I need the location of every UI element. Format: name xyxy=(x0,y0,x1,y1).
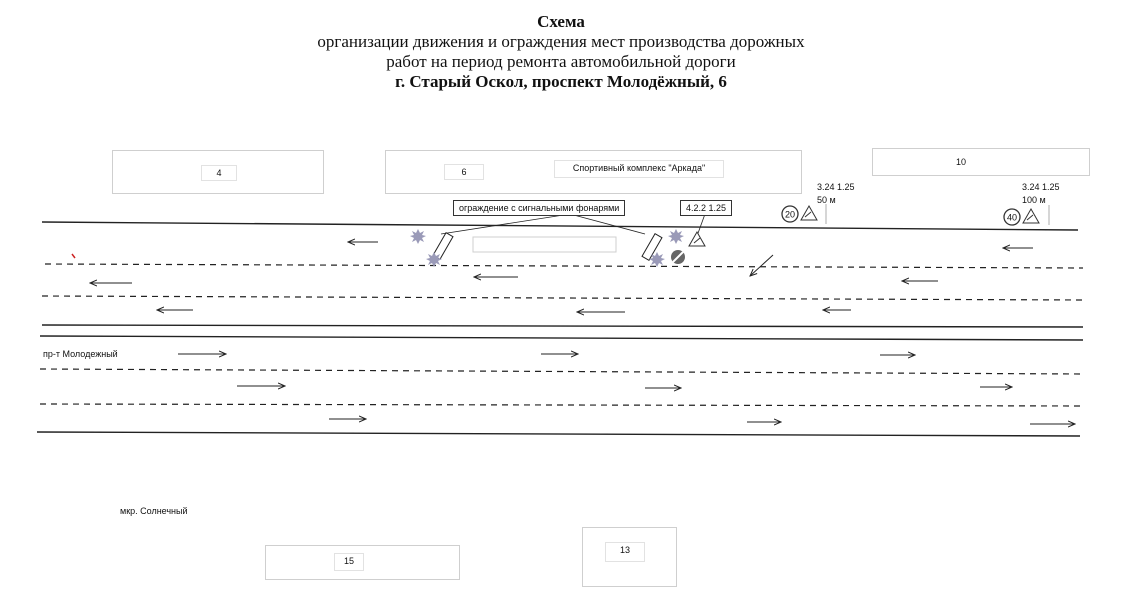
lane-dash-3 xyxy=(39,368,1084,375)
svg-text:20: 20 xyxy=(785,210,795,220)
road-edge-median-bottom xyxy=(39,335,1084,341)
speed-limit-40-icon: 40 xyxy=(1003,208,1021,226)
signal-lamp-icon xyxy=(668,229,684,244)
building-4: 4 xyxy=(112,150,324,194)
roadwork-sign-icon xyxy=(800,204,818,221)
detour-sign-icon xyxy=(671,250,685,264)
work-zone xyxy=(472,236,617,253)
building-15: 15 xyxy=(265,545,460,580)
svg-text:40: 40 xyxy=(1007,213,1017,223)
diagram-title: Схема организации движения и ограждения … xyxy=(0,12,1122,92)
building-6-name: Спортивный комплекс "Аркада" xyxy=(554,160,724,178)
fence-barrier-left xyxy=(432,232,454,260)
building-13: 13 xyxy=(582,527,677,587)
building-6: 6 Спортивный комплекс "Аркада" xyxy=(385,150,802,194)
fence-barrier-right xyxy=(641,233,663,261)
far-signs-distance: 100 м xyxy=(1022,195,1046,205)
title-line-3: работ на период ремонта автомобильной до… xyxy=(386,52,736,71)
callout-leader xyxy=(696,213,706,237)
district-label: мкр. Солнечный xyxy=(120,506,188,516)
roadwork-sign-icon xyxy=(1022,207,1040,224)
near-signs-label: 3.24 1.25 50 м xyxy=(817,182,855,206)
far-signs-label: 3.24 1.25 100 м xyxy=(1022,182,1060,206)
far-signs-codes: 3.24 1.25 xyxy=(1022,182,1060,192)
building-13-label: 13 xyxy=(605,542,645,562)
lane-dash-4 xyxy=(39,403,1084,407)
signal-lamp-icon xyxy=(649,252,665,267)
building-4-label: 4 xyxy=(201,165,237,181)
fence-callout: ограждение с сигнальными фонарями xyxy=(453,200,626,216)
title-line-2: организации движения и ограждения мест п… xyxy=(317,32,805,51)
road-edge-top xyxy=(41,221,1079,231)
callout-leader xyxy=(569,213,646,235)
roadwork-sign-icon xyxy=(688,230,706,247)
work-signs-callout: 4.2.2 1.25 xyxy=(680,200,733,216)
lane-dash-2 xyxy=(41,295,1084,301)
building-10: 10 xyxy=(872,148,1090,176)
signal-lamp-icon xyxy=(410,229,426,244)
red-mark xyxy=(71,253,76,259)
callout-leader xyxy=(440,213,571,235)
near-signs-distance: 50 м xyxy=(817,195,836,205)
speed-limit-20-icon: 20 xyxy=(781,205,799,223)
title-line-4: г. Старый Оскол, проспект Молодёжный, 6 xyxy=(395,72,727,91)
arrow-lane-shift xyxy=(750,254,774,276)
avenue-label: пр-т Молодежный xyxy=(43,349,118,359)
near-signs-codes: 3.24 1.25 xyxy=(817,182,855,192)
title-line-1: Схема xyxy=(537,12,585,31)
road-edge-bottom xyxy=(36,431,1081,437)
building-15-label: 15 xyxy=(334,553,364,571)
building-6-label: 6 xyxy=(444,164,484,180)
road-edge-median-top xyxy=(41,324,1084,328)
lane-dash-1 xyxy=(44,263,1084,269)
building-10-label: 10 xyxy=(935,154,987,170)
signal-lamp-icon xyxy=(426,252,442,267)
